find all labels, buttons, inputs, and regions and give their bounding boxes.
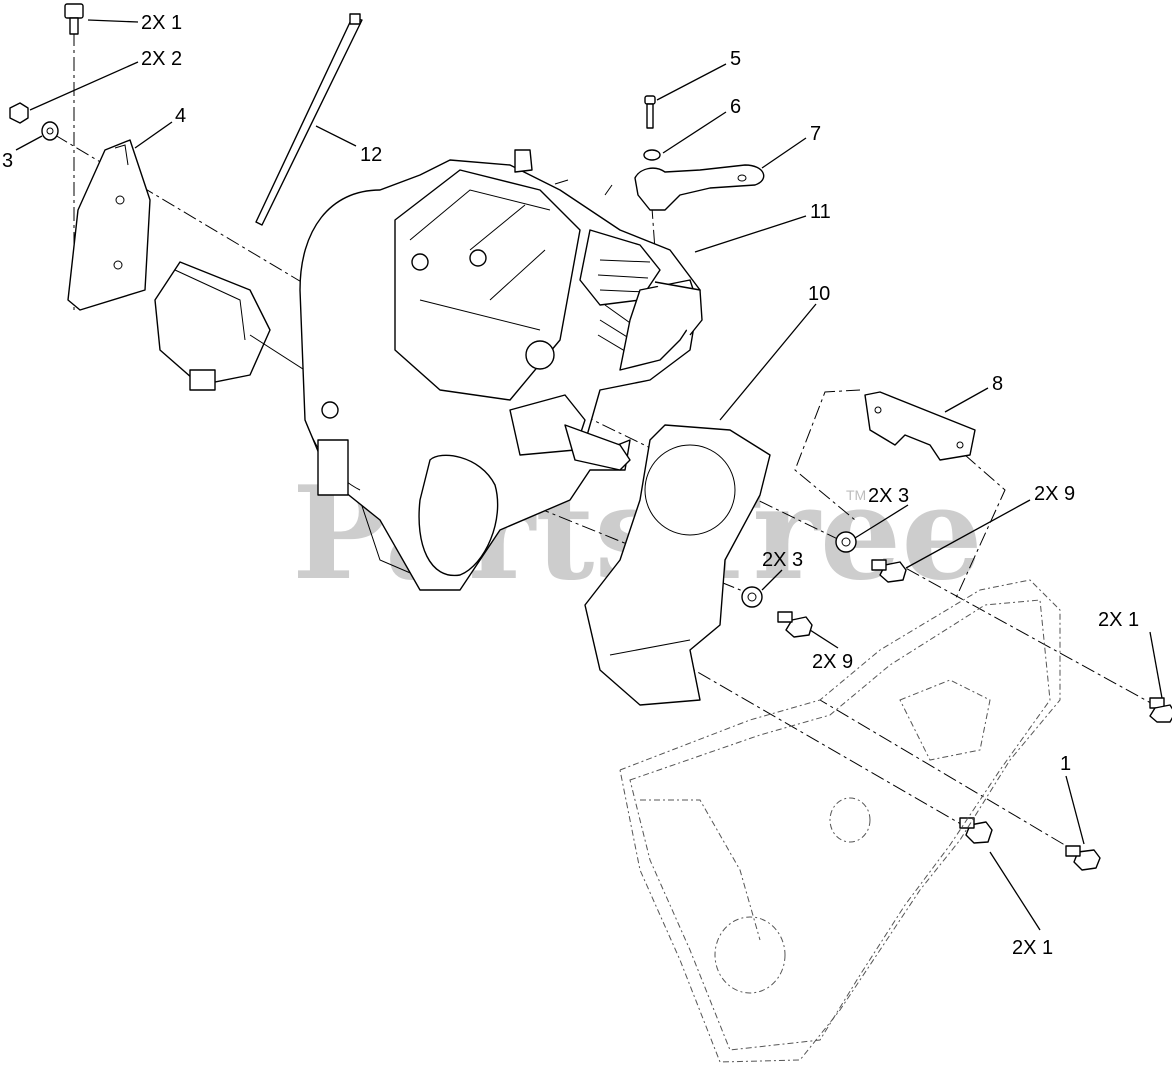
bracket-part-4	[67, 139, 151, 311]
leader-lines	[15, 19, 1163, 931]
watermark-tm: TM	[846, 487, 866, 503]
bolt-part-9-right	[871, 559, 907, 583]
callout-1: 1	[1060, 753, 1071, 775]
plate-part-10	[584, 424, 771, 706]
bolt-top-left	[64, 3, 84, 35]
callout-7: 7	[810, 123, 821, 145]
washer-part-3-right	[835, 531, 857, 553]
callout-4: 4	[175, 105, 186, 127]
nut-part-2	[9, 102, 29, 124]
callout-8: 8	[992, 373, 1003, 395]
lever-part-7	[634, 164, 765, 211]
callout-6: 6	[730, 96, 741, 118]
frame-phantom-outline	[619, 579, 1061, 1063]
bolt-part-1-right-top	[1149, 697, 1172, 723]
callout-2x1-right: 2X 1	[1098, 609, 1139, 631]
callout-2x1-bottom: 2X 1	[1012, 937, 1053, 959]
screw-part-5	[644, 95, 656, 129]
callout-2x3-right: 2X 3	[868, 485, 909, 507]
callout-10: 10	[808, 283, 830, 305]
callout-12: 12	[360, 144, 382, 166]
callout-5: 5	[730, 48, 741, 70]
bolt-part-9-mid	[777, 611, 813, 638]
callout-2x9-right: 2X 9	[1034, 483, 1075, 505]
washer-part-3-mid	[741, 586, 763, 608]
callout-3-left: 3	[2, 150, 13, 172]
callout-labels: 2X 1 2X 2 3 4 12 5 6 7 11 10 8 2X 3 2X 9…	[2, 12, 1139, 959]
engine-assembly	[299, 149, 703, 591]
callout-2x3-mid: 2X 3	[762, 549, 803, 571]
bracket-part-8	[864, 391, 976, 461]
washer-part-3	[41, 121, 59, 141]
bolt-part-1-lower	[959, 817, 993, 844]
bolt-part-1-right-bottom	[1065, 845, 1101, 871]
washer-part-6	[643, 149, 661, 161]
cable-tie-part-12	[255, 13, 363, 226]
callout-11: 11	[810, 201, 831, 223]
callout-2x1-top: 2X 1	[141, 12, 182, 34]
callout-2x2: 2X 2	[141, 48, 182, 70]
callout-2x9-mid: 2X 9	[812, 651, 853, 673]
